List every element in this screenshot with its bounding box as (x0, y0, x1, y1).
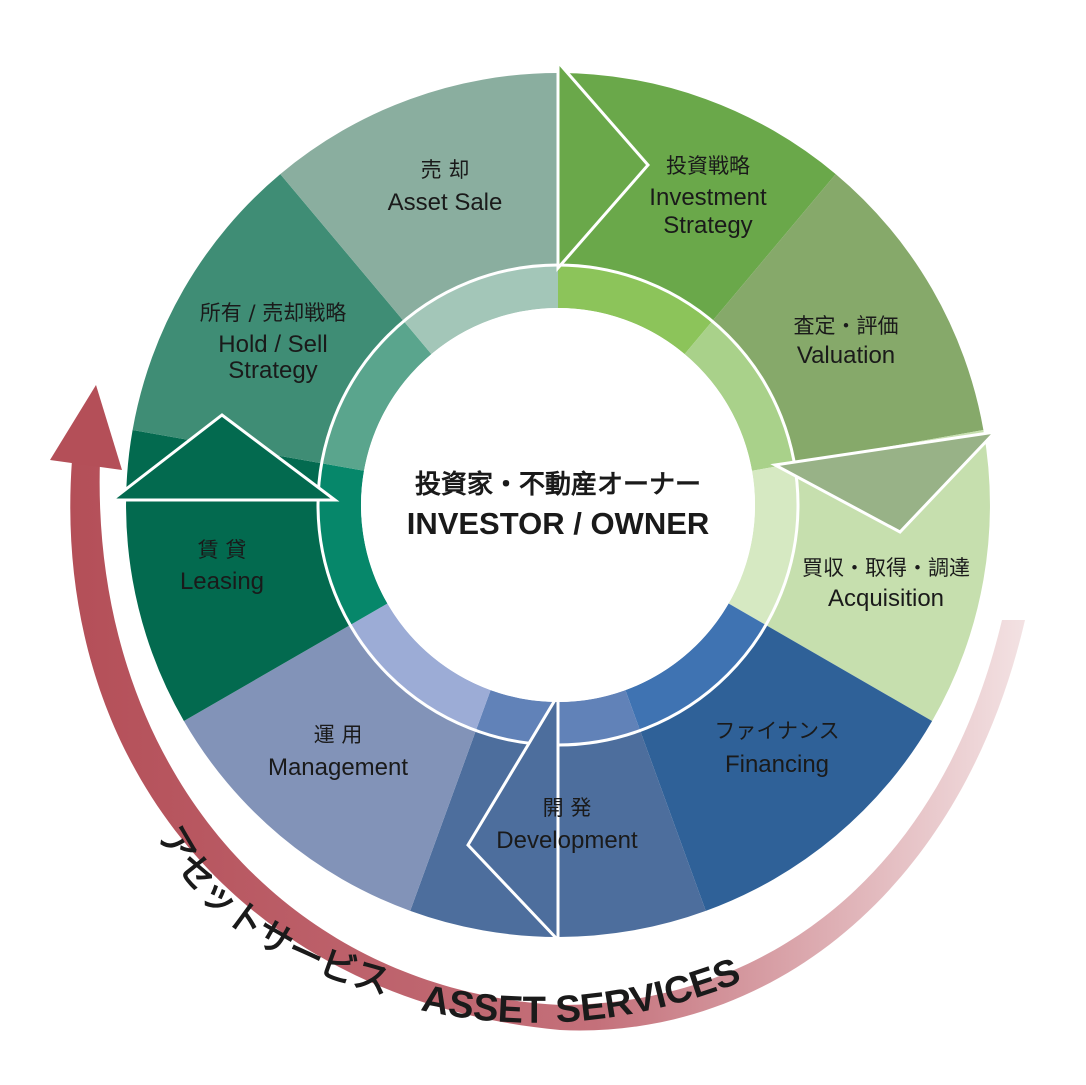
label-development-en: Development (496, 827, 638, 854)
segment-management (183, 625, 476, 911)
label-development: 開 発 Development (496, 796, 638, 854)
label-hold-sell-strategy-en-2: Strategy (228, 357, 317, 384)
label-asset-sale-en: Asset Sale (388, 189, 503, 216)
center-circle (361, 308, 755, 702)
label-hold-sell-strategy-en-1: Hold / Sell (218, 331, 327, 358)
label-leasing: 賃 貸 Leasing (180, 538, 264, 595)
segment-leasing (126, 430, 351, 721)
asset-services-arrow-head-icon (50, 385, 122, 470)
label-development-jp: 開 発 (543, 796, 592, 820)
segment-inner-acquisition (728, 463, 799, 625)
label-acquisition-jp: 買収・取得・調達 (802, 556, 970, 580)
segment-inner-management (350, 603, 491, 731)
segment-inner-hold-sell-strategy (321, 321, 432, 471)
label-leasing-jp: 賃 貸 (198, 538, 247, 562)
label-acquisition: 買収・取得・調達 Acquisition (802, 556, 970, 612)
label-investment-strategy-en-1: Investment (649, 184, 767, 211)
label-investment-strategy-jp: 投資戦略 (666, 154, 750, 178)
cycle-arrows (107, 58, 1000, 944)
label-management-en: Management (268, 754, 408, 781)
segment-inner-investment-strategy (558, 264, 713, 355)
asset-services-arc (50, 385, 1025, 1031)
segment-labels: 投資戦略 Investment Strategy 査定・評価 Valuation… (180, 154, 970, 854)
segment-asset-sale (280, 73, 558, 322)
segment-investment-strategy (558, 73, 836, 322)
asset-services-label-en-path: ASSET SERVICES (418, 951, 745, 1032)
label-management: 運 用 Management (268, 723, 408, 781)
arrow-leasing-up-icon (107, 413, 340, 502)
label-asset-sale: 売 却 Asset Sale (388, 158, 503, 216)
label-valuation: 査定・評価 Valuation (794, 314, 899, 369)
segment-inner-financing (625, 603, 766, 731)
segment-financing (640, 625, 933, 911)
label-valuation-jp: 査定・評価 (794, 314, 899, 338)
segment-inner-valuation (684, 321, 795, 471)
arrow-valuation-to-acquisition-icon (770, 429, 1000, 534)
segment-valuation (712, 174, 984, 464)
arrow-asset-sale-to-investment-icon (556, 58, 650, 272)
label-asset-sale-jp: 売 却 (421, 158, 470, 182)
arrow-development-down-icon (466, 689, 560, 944)
label-acquisition-en: Acquisition (828, 585, 944, 612)
segment-acquisition (765, 430, 990, 721)
label-financing-jp: ファイナンス (714, 719, 839, 743)
label-valuation-en: Valuation (797, 342, 895, 369)
label-hold-sell-strategy-jp: 所有 / 売却戦略 (200, 301, 346, 325)
label-investment-strategy: 投資戦略 Investment Strategy (649, 154, 767, 239)
segment-inner-leasing (317, 463, 388, 625)
center-title-jp: 投資家・不動産オーナー (415, 469, 701, 500)
segment-inner-asset-sale (403, 264, 558, 355)
label-financing: ファイナンス Financing (714, 719, 839, 778)
label-hold-sell-strategy: 所有 / 売却戦略 Hold / Sell Strategy (200, 301, 346, 384)
label-financing-en: Financing (725, 751, 829, 778)
label-management-jp: 運 用 (314, 723, 363, 747)
label-leasing-en: Leasing (180, 568, 264, 595)
asset-services-label-en: ASSET SERVICES (418, 951, 745, 1032)
label-investment-strategy-en-2: Strategy (663, 212, 752, 239)
center-title-en: INVESTOR / OWNER (407, 506, 710, 541)
segment-hold-sell-strategy (132, 174, 404, 464)
